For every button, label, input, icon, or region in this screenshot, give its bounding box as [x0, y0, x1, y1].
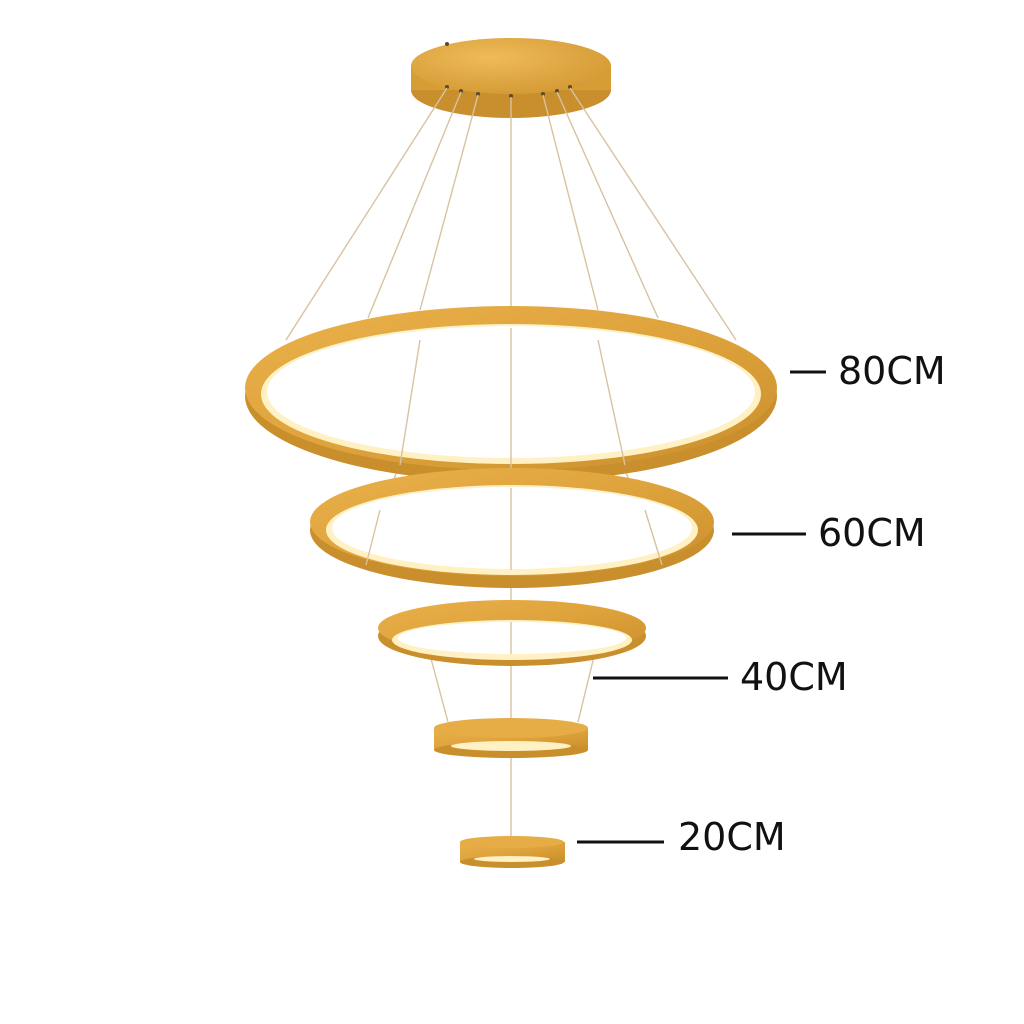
ring-40cm	[378, 600, 646, 666]
dim-label-80: 80CM	[838, 349, 946, 393]
wire-clamps	[445, 42, 572, 98]
dim-label-60: 60CM	[818, 511, 926, 555]
dimension-labels: 80CM 60CM 40CM 20CM	[678, 349, 946, 859]
ring-80cm	[245, 306, 777, 482]
dim-label-20: 20CM	[678, 815, 786, 859]
ceiling-canopy	[411, 38, 611, 118]
ring-20cm	[460, 836, 565, 868]
ring-small	[434, 718, 588, 758]
ring-60cm	[310, 468, 714, 588]
dim-label-40: 40CM	[740, 655, 848, 699]
dimension-lines	[577, 370, 826, 844]
